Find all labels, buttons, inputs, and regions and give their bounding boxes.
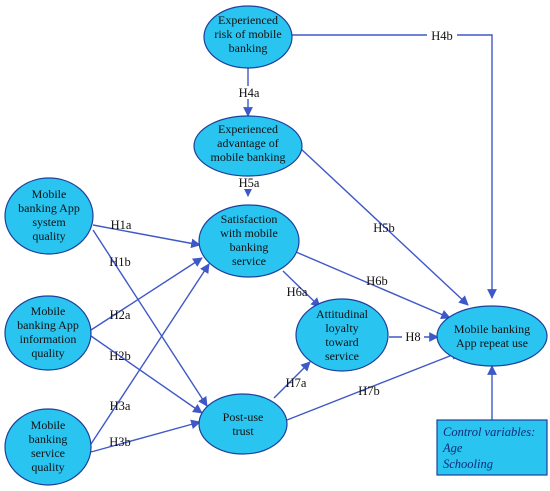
node-trust: Post-use trust — [198, 393, 288, 455]
edge-labels: H4a H4b H5a H5b H1a H1b H2a H2b H3a H3b … — [109, 29, 457, 449]
edge-h4b — [292, 34, 497, 299]
svg-text:loyalty: loyalty — [325, 321, 358, 335]
edge-h5b — [299, 147, 469, 306]
svg-text:Mobile: Mobile — [31, 304, 66, 318]
svg-text:service: service — [232, 254, 266, 268]
label-h2a: H2a — [110, 308, 131, 322]
node-advantage: Experienced advantage of mobile banking — [193, 115, 303, 177]
control-variables-box: Control variables: Age Schooling — [436, 419, 548, 476]
label-h6a: H6a — [287, 285, 308, 299]
label-h3a: H3a — [110, 399, 131, 413]
node-repeat-use: Mobile banking App repeat use — [436, 305, 548, 367]
node-svc-quality: Mobile banking service quality — [4, 408, 92, 486]
label-h1b: H1b — [109, 255, 131, 269]
edge-h3b — [90, 419, 201, 453]
svg-text:banking: banking — [230, 240, 269, 254]
label-h6b: H6b — [366, 274, 388, 288]
svg-text:banking App: banking App — [18, 201, 80, 215]
svg-text:banking App: banking App — [17, 318, 79, 332]
edge-h1b — [92, 229, 208, 407]
node-info-quality: Mobile banking App information quality — [4, 295, 92, 371]
svg-text:toward: toward — [325, 335, 358, 349]
label-h1a: H1a — [111, 218, 132, 232]
edges — [90, 34, 497, 453]
node-loyalty: Attitudinal loyalty toward service — [295, 298, 389, 372]
svg-text:App repeat use: App repeat use — [456, 336, 528, 350]
edge-h7b — [286, 350, 461, 421]
label-h4a: H4a — [239, 86, 260, 100]
edge-h6a — [282, 270, 321, 308]
svg-text:banking: banking — [29, 432, 68, 446]
node-sys-quality: Mobile banking App system quality — [4, 177, 94, 255]
svg-text:trust: trust — [232, 424, 254, 438]
control-schooling: Schooling — [443, 457, 493, 471]
svg-text:quality: quality — [31, 346, 64, 360]
node-satisfaction: Satisfaction with mobile banking service — [198, 204, 300, 278]
svg-text:Experienced: Experienced — [218, 13, 278, 27]
edge-h7a — [273, 361, 311, 399]
svg-text:mobile banking: mobile banking — [211, 150, 286, 164]
label-h4b: H4b — [431, 29, 453, 43]
edge-h1a — [92, 224, 201, 249]
label-h7a: H7a — [286, 376, 307, 390]
svg-text:Satisfaction: Satisfaction — [221, 212, 278, 226]
svg-text:service: service — [31, 446, 65, 460]
edge-h2b — [90, 335, 203, 414]
svg-text:Mobile: Mobile — [31, 418, 66, 432]
label-h7b: H7b — [358, 384, 380, 398]
label-h5b: H5b — [373, 221, 395, 235]
svg-text:Mobile: Mobile — [32, 187, 67, 201]
svg-text:quality: quality — [32, 229, 65, 243]
svg-text:Post-use: Post-use — [223, 410, 264, 424]
control-variables-title: Control variables: — [443, 425, 535, 439]
control-age: Age — [442, 441, 463, 455]
svg-text:Experienced: Experienced — [218, 122, 278, 136]
svg-text:with mobile: with mobile — [220, 226, 278, 240]
node-risk: Experienced risk of mobile banking — [203, 5, 293, 69]
svg-text:advantage of: advantage of — [217, 136, 279, 150]
svg-text:Attitudinal: Attitudinal — [316, 307, 369, 321]
svg-text:risk of mobile: risk of mobile — [214, 27, 281, 41]
svg-text:quality: quality — [31, 460, 64, 474]
label-h8: H8 — [405, 330, 420, 344]
label-h2b: H2b — [109, 349, 131, 363]
edge-h3a — [90, 263, 210, 445]
edge-h2a — [90, 257, 203, 331]
svg-text:system: system — [32, 215, 66, 229]
svg-text:Mobile banking: Mobile banking — [454, 322, 530, 336]
svg-text:service: service — [325, 349, 359, 363]
svg-text:banking: banking — [229, 41, 268, 55]
edge-h6b — [295, 251, 451, 320]
label-h3b: H3b — [109, 435, 131, 449]
svg-text:information: information — [20, 332, 77, 346]
label-h5a: H5a — [239, 176, 260, 190]
